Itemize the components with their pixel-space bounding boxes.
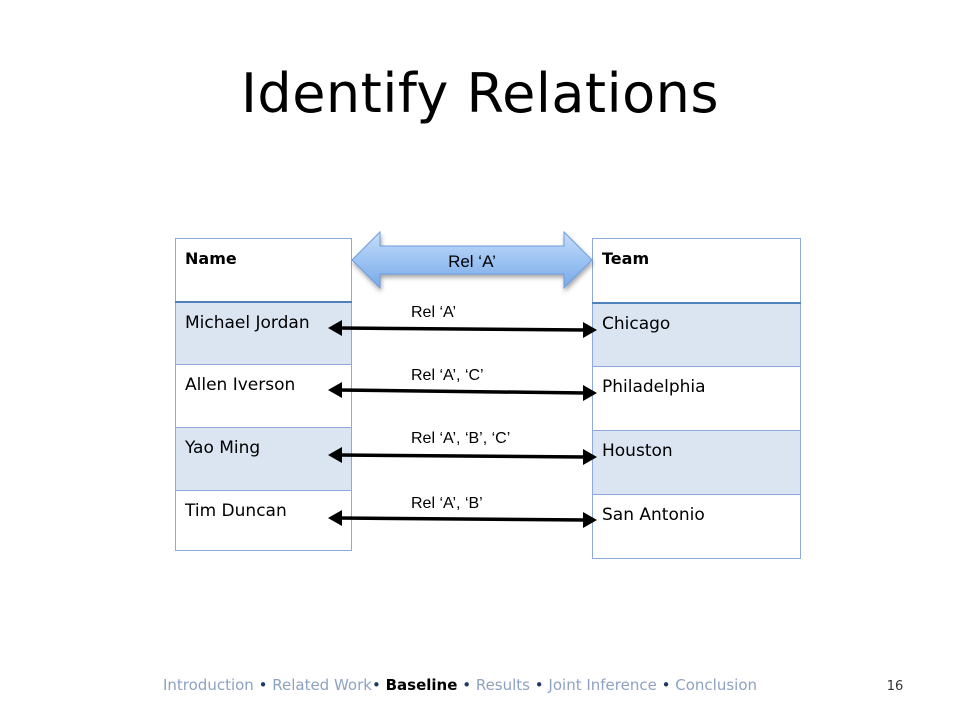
- name-cell: Michael Jordan: [175, 301, 352, 365]
- nav-bullet: •: [661, 676, 671, 694]
- relation-label: Rel ‘A’, ‘C’: [411, 367, 484, 384]
- banner-arrow-label: Rel ‘A’: [448, 252, 496, 271]
- name-cell: Yao Ming: [175, 427, 352, 491]
- relation-label: Rel ‘A’: [411, 304, 457, 321]
- relation-arrow: [328, 320, 597, 338]
- relation-label: Rel ‘A’, ‘B’: [411, 495, 483, 512]
- team-cell: Chicago: [592, 302, 801, 367]
- nav-item-baseline[interactable]: Baseline: [385, 676, 458, 694]
- names-header: Name: [175, 238, 352, 303]
- nav-item-results[interactable]: Results: [475, 676, 530, 694]
- nav-item-conclusion[interactable]: Conclusion: [675, 676, 758, 694]
- nav-bullet: •: [258, 676, 268, 694]
- relation-label: Rel ‘A’, ‘B’, ‘C’: [411, 430, 511, 447]
- page-number: 16: [886, 679, 904, 694]
- name-cell: Tim Duncan: [175, 490, 352, 551]
- nav-bullet: •: [371, 676, 381, 694]
- team-cell: Philadelphia: [592, 366, 801, 431]
- relation-arrow: [328, 510, 597, 528]
- names-table: Name Michael Jordan Allen Iverson Yao Mi…: [175, 238, 352, 551]
- teams-table: Team Chicago Philadelphia Houston San An…: [592, 238, 801, 559]
- footer-nav: Introduction • Related Work• Baseline • …: [0, 676, 960, 694]
- relation-arrow: [328, 382, 597, 401]
- relation-arrow: [328, 447, 597, 465]
- slide-title: Identify Relations: [241, 62, 719, 125]
- nav-bullet: •: [462, 676, 472, 694]
- banner-double-arrow: [351, 230, 593, 290]
- name-cell: Allen Iverson: [175, 364, 352, 428]
- nav-item-introduction[interactable]: Introduction: [162, 676, 254, 694]
- team-cell: Houston: [592, 430, 801, 495]
- nav-item-related-work[interactable]: Related Work: [272, 676, 372, 694]
- nav-item-joint-inference[interactable]: Joint Inference: [548, 676, 657, 694]
- nav-bullet: •: [534, 676, 544, 694]
- teams-header: Team: [592, 238, 801, 304]
- team-cell: San Antonio: [592, 494, 801, 559]
